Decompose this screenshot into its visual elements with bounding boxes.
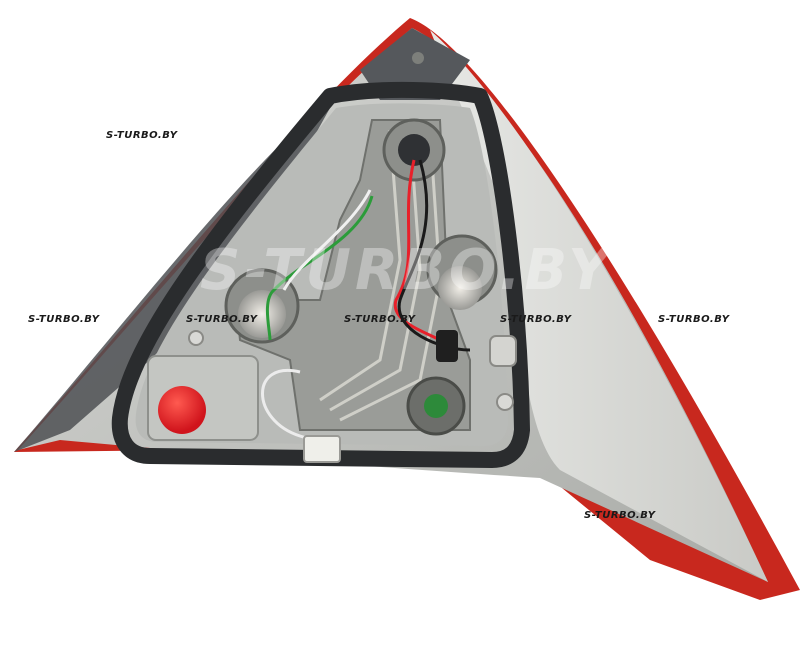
bulb-socket-top-hole	[398, 134, 430, 166]
screw-top	[412, 52, 424, 64]
watermark-mid-left-2: S-TURBO.BY	[186, 314, 258, 325]
wire-green	[265, 195, 374, 341]
wire-white	[282, 189, 372, 291]
bulb-socket-right-hole	[438, 266, 482, 310]
copper-traces	[319, 129, 442, 422]
gasket	[111, 81, 530, 468]
loose-bulb-socket	[436, 330, 458, 362]
red-reflector	[158, 386, 206, 434]
large-watermark: S-TURBO.BY	[200, 238, 613, 303]
wire-red	[393, 159, 441, 342]
loose-bulb-base	[489, 335, 517, 367]
right-face	[430, 30, 768, 582]
bulb-socket-left-hole	[238, 290, 286, 338]
watermark-mid-left: S-TURBO.BY	[28, 314, 100, 325]
watermark-mid-center-2: S-TURBO.BY	[500, 314, 572, 325]
screw-left	[188, 330, 204, 346]
watermark-top-left: S-TURBO.BY	[106, 130, 178, 141]
screw-right	[496, 393, 514, 411]
watermark-bottom: S-TURBO.BY	[584, 510, 656, 521]
bulb-socket-lower-core	[424, 394, 448, 418]
wire-connector	[303, 435, 341, 463]
watermark-mid-right: S-TURBO.BY	[658, 314, 730, 325]
top-cap	[360, 28, 470, 100]
watermark-mid-center: S-TURBO.BY	[344, 314, 416, 325]
